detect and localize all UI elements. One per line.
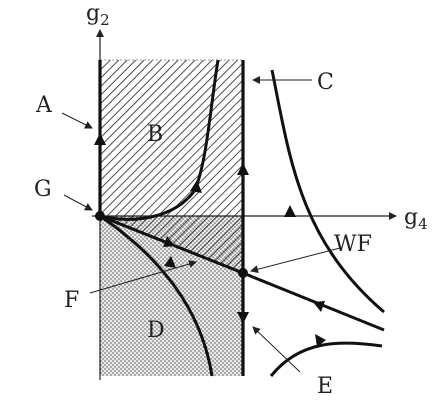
fixed-point-g (95, 211, 105, 221)
pointer-f (89, 260, 197, 294)
wf-outflow-line (242, 271, 385, 332)
arrowhead-wf-outflow (313, 301, 325, 312)
arrowhead-left-up (94, 133, 106, 145)
label-g: G (34, 177, 52, 202)
label-d: D (147, 318, 165, 343)
pointer-a (61, 112, 93, 129)
label-b: B (147, 122, 163, 147)
pointer-e (252, 326, 301, 373)
g4-axis-label: g4 (404, 205, 428, 233)
curve-c-trajectory (270, 69, 385, 314)
curve-d-trajectory (99, 214, 214, 377)
fixed-point-wf (238, 268, 248, 278)
arrowhead-right-up (237, 163, 249, 175)
g2-axis-label: g2 (86, 1, 110, 29)
label-e: E (317, 374, 333, 399)
label-f: F (64, 288, 79, 313)
arrowhead-curve-c (284, 205, 296, 217)
pointer-wf (250, 247, 341, 274)
arrowhead-curve-b (190, 180, 202, 193)
arrowhead-curve-e (315, 334, 326, 347)
arrowhead-right-down (237, 312, 249, 324)
curve-e-trajectory (269, 341, 383, 377)
label-c: C (317, 70, 334, 95)
label-wf: WF (334, 232, 372, 257)
arrowhead-curve-d (164, 256, 176, 268)
arrowhead-separatrix (163, 236, 175, 247)
pointer-g (63, 194, 93, 211)
label-a: A (35, 93, 53, 118)
